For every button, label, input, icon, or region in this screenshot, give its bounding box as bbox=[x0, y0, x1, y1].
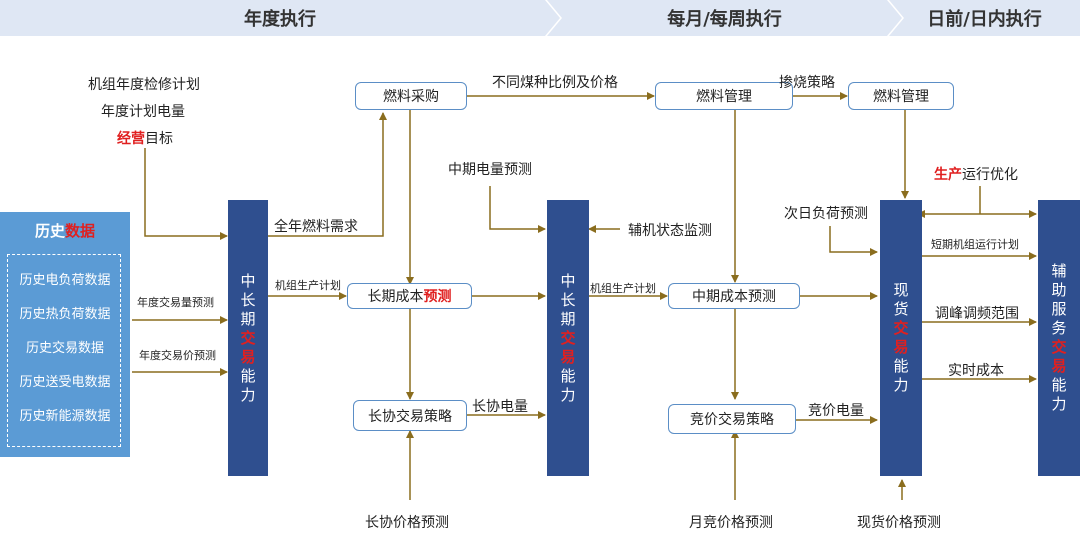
bar-char: 长 bbox=[560, 290, 576, 309]
history-item: 历史交易数据 bbox=[25, 341, 104, 356]
label-blending-strategy: 掺烧策略 bbox=[779, 75, 835, 91]
history-title-b: 数据 bbox=[65, 222, 96, 240]
label-long-term-power: 长协电量 bbox=[472, 399, 528, 415]
bar-spot-trading: 现货交易能力 bbox=[880, 200, 922, 476]
box-fuel-management-2: 燃料管理 bbox=[848, 82, 954, 110]
label-short-term-unit-plan: 短期机组运行计划 bbox=[931, 238, 1019, 251]
long-cost-highlight: 预测 bbox=[423, 289, 452, 305]
label-bidding-power: 竞价电量 bbox=[808, 403, 864, 419]
history-item: 历史热负荷数据 bbox=[19, 307, 111, 322]
box-fuel-purchase: 燃料采购 bbox=[355, 82, 467, 110]
business-rest: 目标 bbox=[145, 131, 173, 147]
phase-monthly-weekly: 每月/每周执行 bbox=[547, 0, 902, 36]
bar-char: 能 bbox=[240, 366, 256, 385]
bar-char: 长 bbox=[240, 290, 256, 309]
bar-char: 期 bbox=[560, 309, 576, 328]
label-next-day-load-forecast: 次日负荷预测 bbox=[784, 206, 868, 222]
bar-char: 期 bbox=[240, 309, 256, 328]
label-annual-fuel-demand: 全年燃料需求 bbox=[274, 219, 358, 235]
bar-char: 货 bbox=[893, 300, 909, 318]
production-highlight: 生产 bbox=[934, 167, 962, 183]
bar-char: 交 bbox=[893, 319, 909, 337]
label-monthly-price-forecast: 月竞价格预测 bbox=[689, 515, 773, 531]
bar-char: 服 bbox=[1051, 300, 1067, 318]
production-rest: 运行优化 bbox=[962, 167, 1018, 183]
bar-char: 易 bbox=[240, 347, 256, 366]
history-item: 历史电负荷数据 bbox=[19, 273, 111, 288]
history-data-panel: 历史数据 历史电负荷数据 历史热负荷数据 历史交易数据 历史送受电数据 历史新能… bbox=[0, 212, 130, 457]
history-list: 历史电负荷数据 历史热负荷数据 历史交易数据 历史送受电数据 历史新能源数据 bbox=[7, 254, 121, 447]
label-unit-production-plan-2: 机组生产计划 bbox=[590, 282, 656, 295]
bar-char: 交 bbox=[240, 328, 256, 347]
box-fuel-management-1: 燃料管理 bbox=[655, 82, 793, 110]
bar-ancillary-service: 辅助服务交易能力 bbox=[1038, 200, 1080, 476]
history-title-a: 历史 bbox=[34, 222, 65, 240]
box-long-term-trade-strategy: 长协交易策略 bbox=[353, 400, 467, 431]
label-long-term-price-forecast: 长协价格预测 bbox=[365, 515, 449, 531]
bar-char: 现 bbox=[893, 281, 909, 299]
box-long-term-cost-forecast: 长期成本预测 bbox=[347, 283, 472, 309]
history-item: 历史新能源数据 bbox=[19, 409, 111, 424]
bar-char: 能 bbox=[560, 366, 576, 385]
bar-char: 交 bbox=[1051, 338, 1067, 356]
history-item: 历史送受电数据 bbox=[19, 375, 111, 390]
bar-char: 交 bbox=[560, 328, 576, 347]
bar-char: 易 bbox=[1051, 357, 1067, 375]
box-mid-term-cost-forecast: 中期成本预测 bbox=[668, 283, 800, 309]
long-cost-text: 长期成本 bbox=[367, 289, 424, 305]
label-spot-price-forecast: 现货价格预测 bbox=[857, 515, 941, 531]
label-realtime-cost: 实时成本 bbox=[948, 363, 1004, 379]
input-annual-power: 年度计划电量 bbox=[101, 104, 185, 120]
bar-char: 辅 bbox=[1051, 262, 1067, 280]
label-aux-status-monitoring: 辅机状态监测 bbox=[628, 223, 712, 239]
label-unit-production-plan-1: 机组生产计划 bbox=[275, 279, 341, 292]
label-peak-regulation-range: 调峰调频范围 bbox=[935, 306, 1019, 322]
bar-mid-long-term-2: 中长期交易能力 bbox=[547, 200, 589, 476]
bar-char: 力 bbox=[893, 376, 909, 394]
history-title: 历史数据 bbox=[0, 220, 130, 241]
bar-char: 力 bbox=[560, 385, 576, 404]
bar-char: 中 bbox=[560, 271, 576, 290]
input-maintenance-plan: 机组年度检修计划 bbox=[88, 77, 200, 93]
bar-char: 中 bbox=[240, 271, 256, 290]
box-bidding-trade-strategy: 竞价交易策略 bbox=[668, 404, 796, 434]
label-annual-price-forecast: 年度交易价预测 bbox=[139, 349, 216, 362]
bar-char: 易 bbox=[560, 347, 576, 366]
phase-annual: 年度执行 bbox=[0, 0, 560, 36]
bar-char: 力 bbox=[240, 385, 256, 404]
bar-char: 务 bbox=[1051, 319, 1067, 337]
label-annual-volume-forecast: 年度交易量预测 bbox=[137, 296, 214, 309]
label-production-optimization: 生产运行优化 bbox=[934, 164, 1018, 184]
label-coal-ratio-price: 不同煤种比例及价格 bbox=[492, 75, 618, 91]
bar-char: 能 bbox=[1051, 376, 1067, 394]
phase-day-ahead: 日前/日内执行 bbox=[889, 0, 1080, 36]
bar-char: 能 bbox=[893, 357, 909, 375]
bar-mid-long-term-1: 中长期交易能力 bbox=[228, 200, 268, 476]
bar-char: 力 bbox=[1051, 395, 1067, 413]
bar-char: 助 bbox=[1051, 281, 1067, 299]
bar-char: 易 bbox=[893, 338, 909, 356]
input-business-target: 经营目标 bbox=[117, 128, 173, 148]
label-mid-term-power-forecast: 中期电量预测 bbox=[448, 162, 532, 178]
business-highlight: 经营 bbox=[117, 131, 145, 147]
